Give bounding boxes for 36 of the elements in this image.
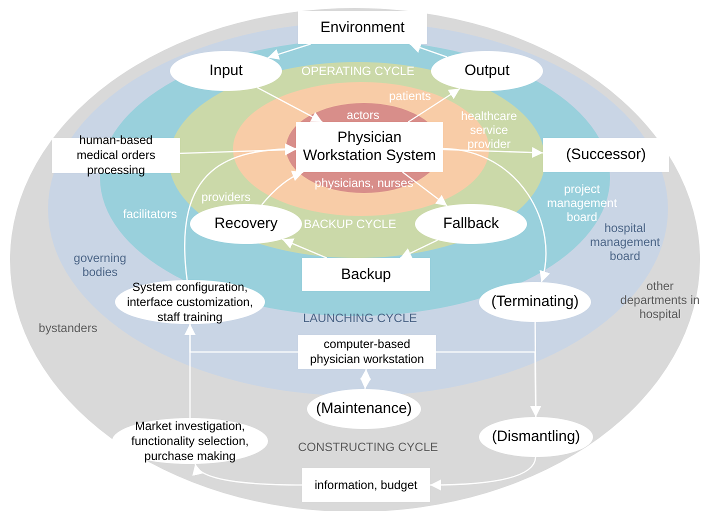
zone-label: patients (388, 89, 432, 103)
arrow (257, 87, 323, 123)
zone-label: project management board (547, 182, 617, 224)
zone-label: physicians, nurses (314, 176, 414, 190)
zone-label: healthcare service provider (460, 109, 518, 151)
process-box: Physician Workstation System (296, 122, 443, 172)
arrow (268, 43, 311, 60)
zone-label: other departments in hospital (619, 279, 701, 321)
zone-label: actors (346, 108, 380, 122)
arrow (402, 171, 448, 206)
arrow (194, 464, 302, 486)
arrow (184, 144, 296, 280)
arrow (430, 456, 536, 490)
arrow (184, 324, 298, 353)
arrow (360, 368, 372, 390)
process-box: information, budget (302, 468, 430, 502)
arrow (410, 42, 448, 58)
zone-label: LAUNCHING CYCLE (302, 311, 418, 325)
zone-label: BACKUP CYCLE (302, 217, 398, 231)
zone-label: hospital management board (590, 221, 662, 263)
zone-label: bystanders (38, 321, 98, 335)
zone-label: facilitators (122, 207, 178, 221)
arrow (282, 238, 328, 259)
zone-label: governing bodies (72, 251, 128, 279)
process-box: Backup (302, 258, 430, 291)
zone-label: providers (200, 190, 252, 204)
process-box: computer-based physician workstation (298, 335, 436, 369)
arrow (261, 171, 304, 206)
arrow (408, 88, 460, 123)
process-box: Environment (298, 11, 427, 44)
zone-label: OPERATING CYCLE (300, 64, 416, 78)
arrow (442, 148, 550, 282)
zone-label: CONSTRUCTING CYCLE (296, 440, 439, 454)
arrow (400, 239, 438, 259)
arrow (442, 147, 544, 158)
process-box: (Successor) (543, 138, 669, 172)
